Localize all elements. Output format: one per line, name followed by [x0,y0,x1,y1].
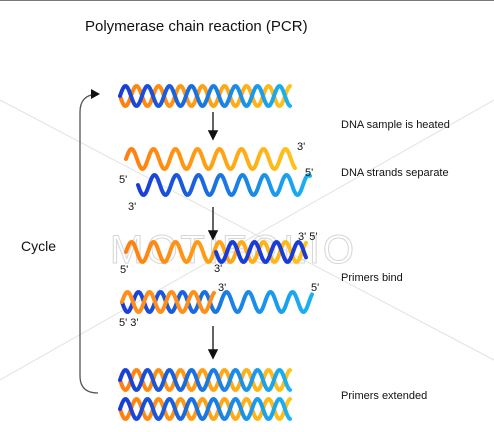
primer-row-template-top [124,240,308,264]
end-label-top-3prime: 3' [297,141,305,153]
end-label-bottom-5prime: 5' [119,174,127,186]
top-border [0,0,494,1]
helix-1-strand-b [118,84,292,108]
helix-1-strand-a [118,84,292,108]
primer-row-primer-top [214,240,308,264]
diagram-title: Polymerase chain reaction (PCR) [85,18,308,35]
end-label-lower-5-3prime: 5' 3' [119,317,139,329]
helix-2-strand-a [118,368,292,392]
cycle-arrow [79,89,100,394]
primer-row-primer-bottom [120,290,216,314]
separated-strand-bottom [136,173,312,197]
separated-strand-top [124,147,297,171]
end-label-primer-3-5prime: 3' 5' [298,231,318,243]
end-label-lower-5prime: 5' [311,282,319,294]
cycle-label: Cycle [21,238,56,254]
dna-strands [118,84,314,421]
helix-2-strand-b [118,368,292,392]
helix-3-strand-a [118,397,292,421]
end-label-top-5prime: 5' [305,167,313,179]
step-label-heated: DNA sample is heated [341,119,450,131]
end-label-primer-5prime: 5' [120,264,128,276]
helix-3-strand-b [118,397,292,421]
end-label-bottom-3prime: 3' [128,201,136,213]
end-label-primer-3prime-a: 3' [214,263,222,275]
end-label-primer-3prime-b: 3' [218,282,226,294]
step-label-extended: Primers extended [341,390,427,402]
step-label-separate: DNA strands separate [341,167,449,179]
watermark: MOTIFOLIO [0,99,494,381]
primer-row-template-bottom [120,290,314,314]
step-label-primers-bind: Primers bind [341,272,403,284]
